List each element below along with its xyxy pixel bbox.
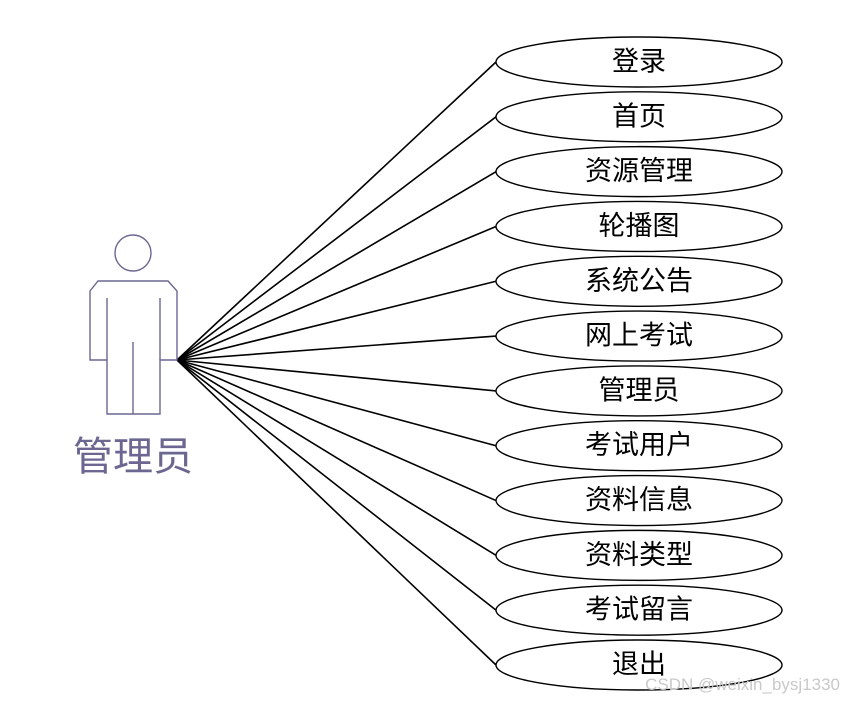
actor-head [114, 234, 152, 272]
association-lines [176, 61, 497, 666]
actor-body [89, 280, 178, 415]
actor-admin: 管理员 [73, 234, 193, 480]
use-case-ellipse [495, 584, 783, 636]
use-case-label: 考试留言 [585, 595, 693, 626]
use-case-label: 资料类型 [585, 540, 693, 571]
use-case-label: 资料信息 [585, 485, 693, 516]
association-line [176, 359, 497, 611]
use-case-ellipse [495, 365, 783, 417]
association-line [176, 225, 497, 361]
use-case: 考试用户 [495, 420, 783, 472]
use-case: 系统公告 [495, 255, 783, 307]
use-case-ellipse [495, 420, 783, 472]
use-case: 网上考试 [495, 310, 783, 362]
use-case-label: 轮播图 [599, 211, 680, 242]
use-case-label: 系统公告 [585, 266, 693, 297]
use-case: 退出 [495, 639, 783, 691]
use-case-ellipse [495, 474, 783, 527]
association-line [176, 359, 497, 502]
use-case-ellipse [495, 145, 783, 198]
use-case-ellipse [495, 36, 783, 88]
use-case-label: 考试用户 [585, 430, 693, 461]
use-case-ellipse [495, 529, 783, 582]
use-case-ellipse [495, 310, 783, 362]
association-line [176, 61, 497, 361]
use-case: 资料信息 [495, 474, 783, 527]
association-line [176, 170, 497, 361]
use-case-label: 管理员 [599, 375, 680, 406]
use-case-ellipse [495, 639, 783, 691]
use-case: 首页 [495, 91, 783, 143]
use-case-label: 登录 [612, 47, 666, 78]
watermark-text: CSDN @weixin_bysj1330 [645, 675, 840, 694]
association-line [176, 359, 497, 666]
use-case-ellipse [495, 200, 783, 253]
use-case: 登录 [495, 36, 783, 88]
use-case: 资源管理 [495, 145, 783, 198]
use-case-label: 网上考试 [585, 321, 693, 352]
use-case: 考试留言 [495, 584, 783, 636]
use-case-label: 退出 [612, 650, 666, 681]
association-line [176, 359, 497, 392]
use-case: 管理员 [495, 365, 783, 417]
association-line [176, 335, 497, 361]
use-case: 轮播图 [495, 200, 783, 253]
association-line [176, 116, 497, 361]
association-line [176, 280, 497, 361]
actor-label: 管理员 [73, 434, 193, 480]
association-line [176, 359, 497, 557]
use-case-label: 资源管理 [585, 156, 693, 187]
use-case: 资料类型 [495, 529, 783, 582]
association-line [176, 359, 497, 447]
use-case-ellipse [495, 91, 783, 143]
use-case-ellipse [495, 255, 783, 307]
use-case-label: 首页 [612, 101, 666, 132]
